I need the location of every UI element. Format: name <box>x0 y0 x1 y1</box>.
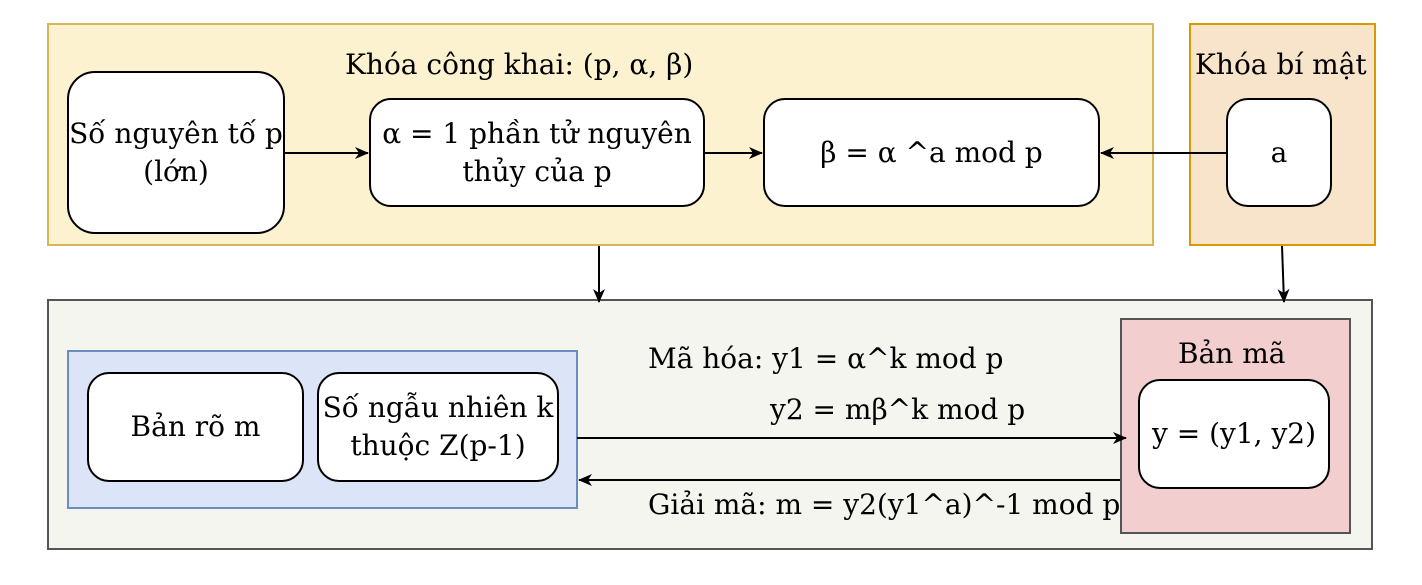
plaintext-box: Bản rõ m <box>87 372 304 482</box>
prime-p-box: Số nguyên tố p (lớn) <box>67 71 285 234</box>
secret-a-label: a <box>1270 135 1288 169</box>
ciphertext-title: Bản mã <box>1178 337 1286 370</box>
arrow-private-key-down <box>1277 245 1290 303</box>
primitive-root-alpha-label: α = 1 phần tử nguyên thủy của p <box>382 116 692 188</box>
beta-label: β = α ^a mod p <box>820 135 1043 169</box>
random-k-label: Số ngẫu nhiên k thuộc Z(p-1) <box>322 391 554 462</box>
plaintext-label: Bản rõ m <box>130 410 261 444</box>
secret-a-box: a <box>1226 98 1332 207</box>
public-key-title: Khóa công khai: (p, α, β) <box>345 48 694 81</box>
beta-box: β = α ^a mod p <box>763 98 1100 207</box>
primitive-root-alpha-box: α = 1 phần tử nguyên thủy của p <box>369 98 705 207</box>
ciphertext-label: y = (y1, y2) <box>1152 417 1316 451</box>
ciphertext-box: y = (y1, y2) <box>1138 379 1330 489</box>
encryption-formula-y1: Mã hóa: y1 = α^k mod p <box>648 342 1004 375</box>
encryption-formula-y2: y2 = mβ^k mod p <box>770 393 1026 426</box>
random-k-box: Số ngẫu nhiên k thuộc Z(p-1) <box>317 372 559 482</box>
private-key-title: Khóa bí mật <box>1195 48 1367 81</box>
decryption-formula: Giải mã: m = y2(y1^a)^-1 mod p <box>648 488 1121 521</box>
prime-p-label: Số nguyên tố p (lớn) <box>69 116 283 188</box>
